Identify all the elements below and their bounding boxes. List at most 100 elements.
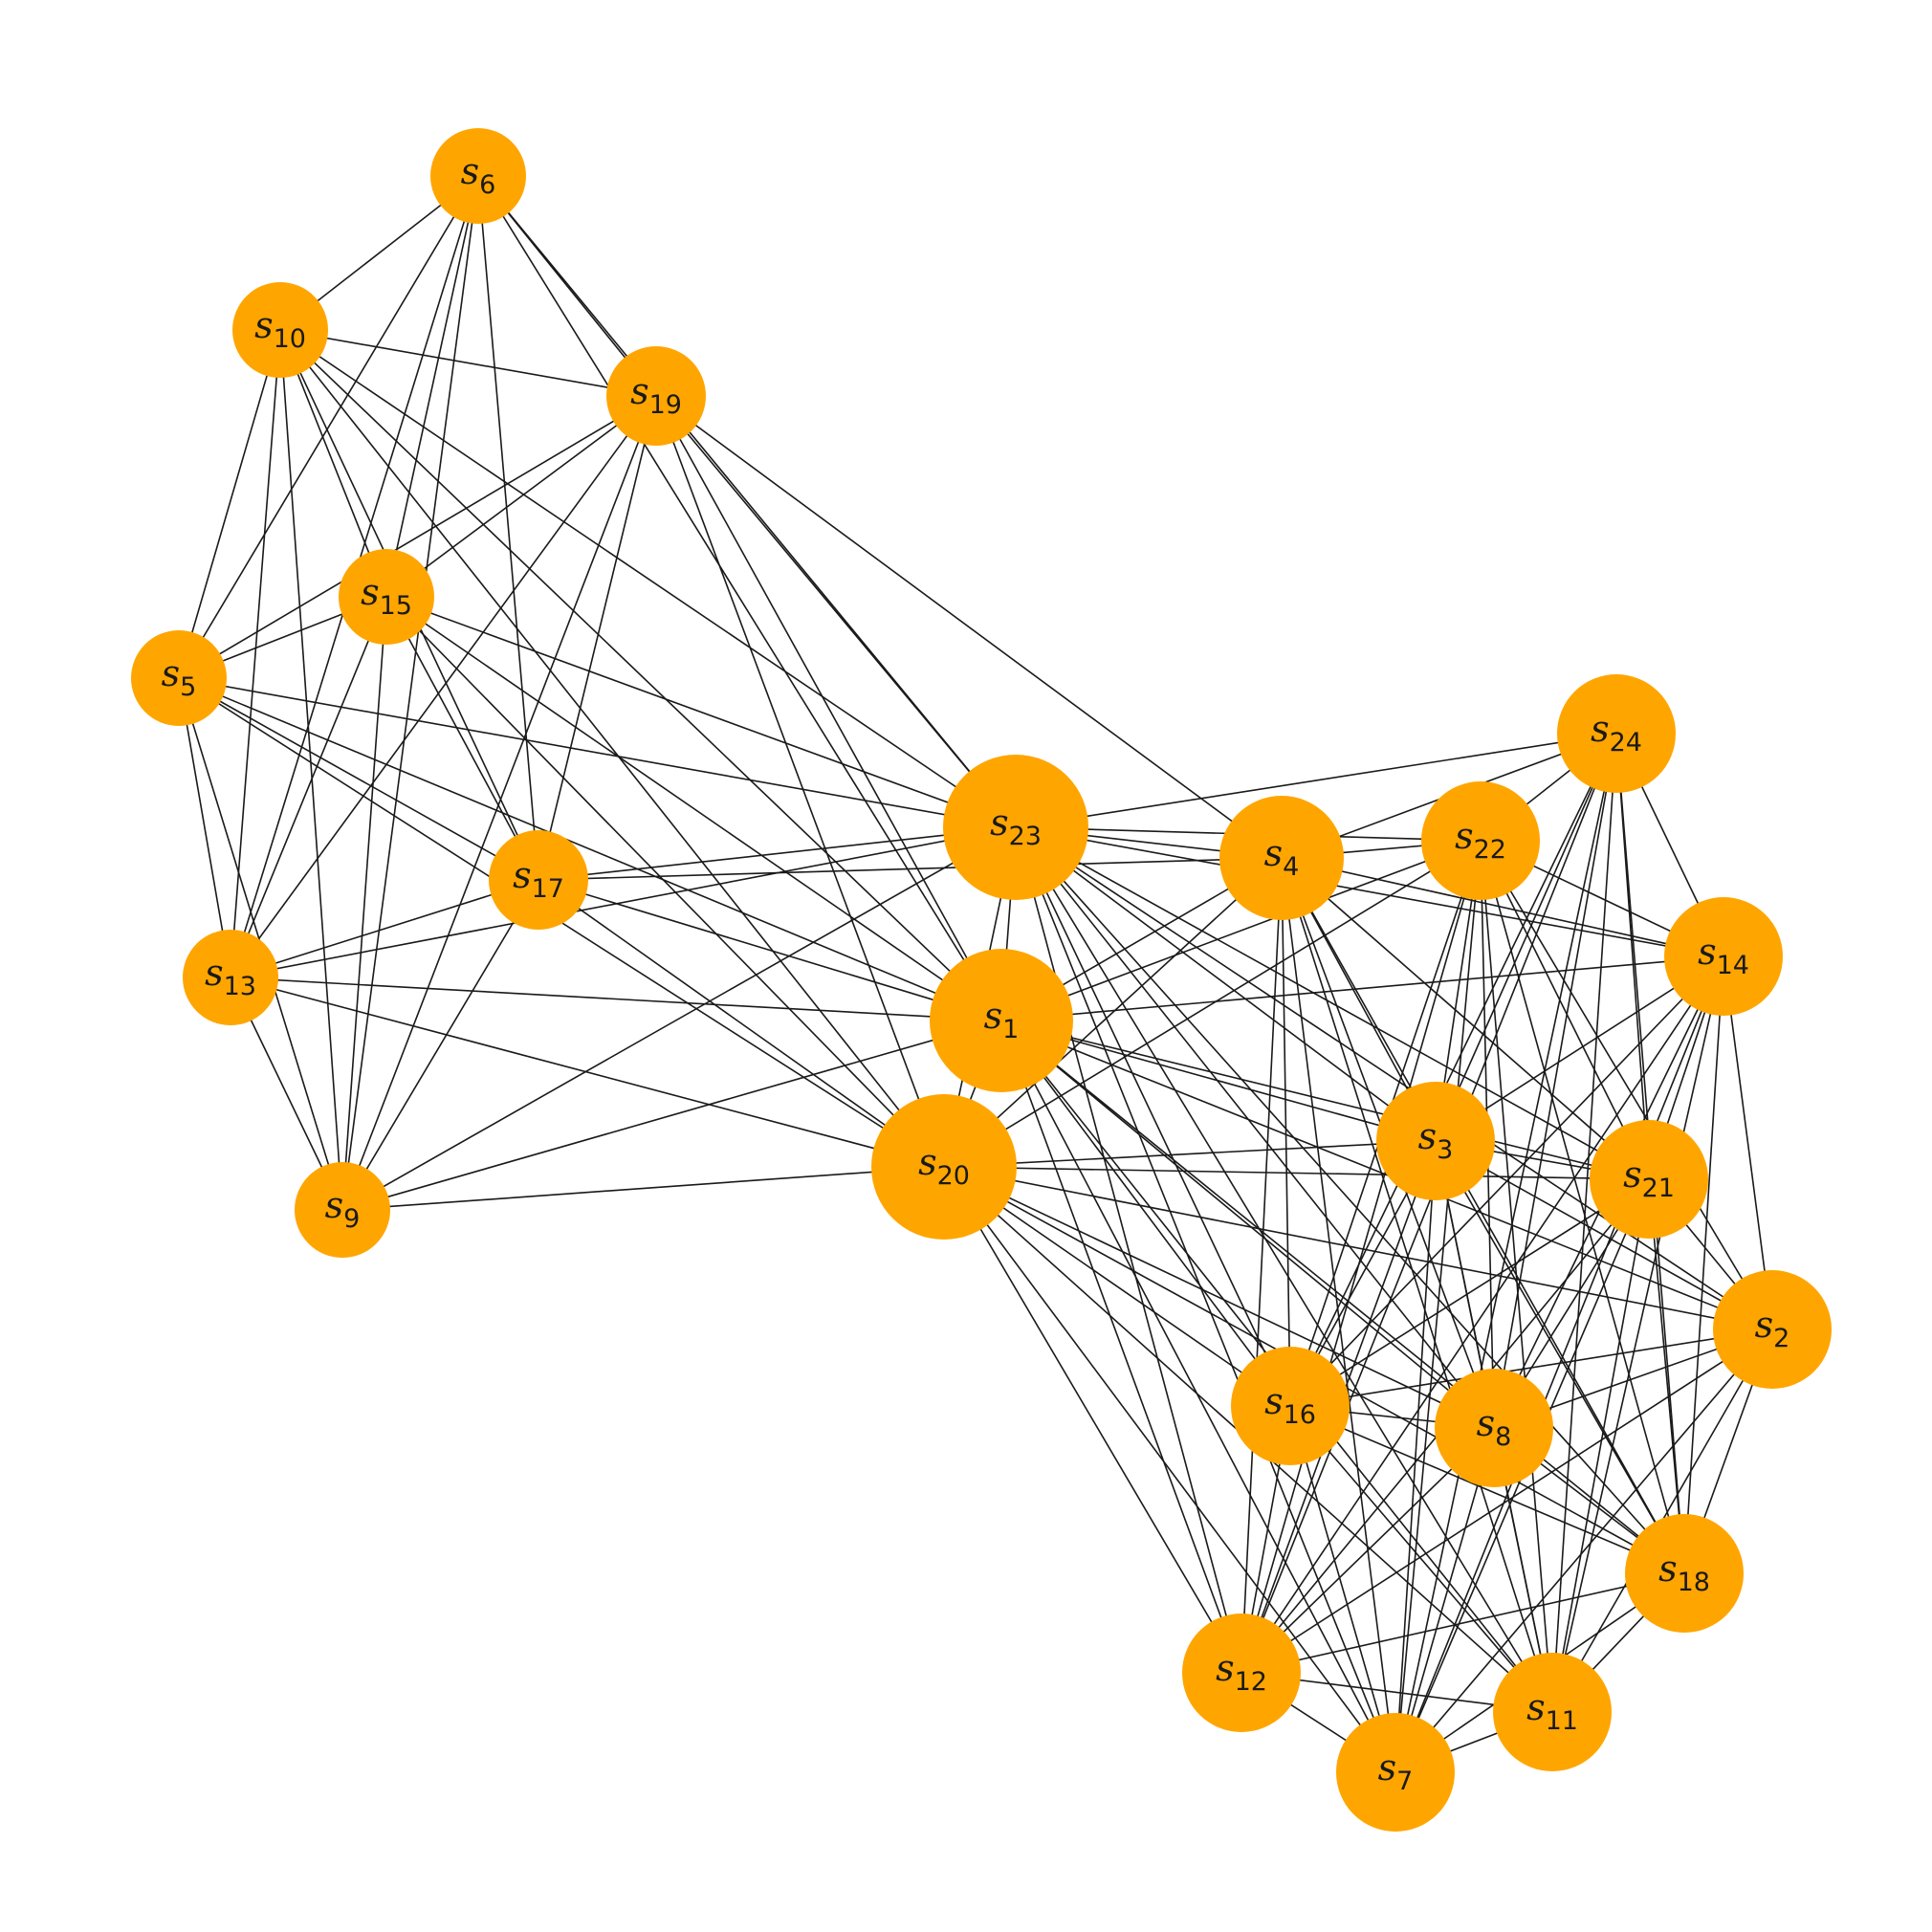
node-label-base: s [630, 370, 649, 412]
node-circle-s9 [295, 1162, 390, 1258]
edge-s4-s12 [1240, 857, 1283, 1674]
edge-s13-s23 [230, 826, 1017, 978]
edge-s17-s4 [538, 857, 1283, 881]
edge-s22-s2 [1480, 840, 1773, 1330]
node-circle-s22 [1421, 781, 1540, 900]
node-label-base: s [1477, 1402, 1496, 1444]
edge-s4-s11 [1281, 857, 1553, 1713]
edge-s1-s12 [1000, 1020, 1242, 1674]
edge-s3-s18 [1435, 1140, 1685, 1574]
node-label-base: s [1526, 1686, 1546, 1728]
edge-s6-s5 [178, 175, 479, 679]
edge-s5-s23 [178, 677, 1017, 828]
node-label-base: s [1264, 1380, 1284, 1422]
edge-s10-s15 [279, 329, 387, 598]
edge-s20-s12 [943, 1166, 1242, 1674]
edge-s19-s9 [341, 395, 657, 1211]
edge-s16-s11 [1289, 1405, 1553, 1713]
node-label-base: s [513, 854, 532, 896]
node-label-s17: s17 [513, 854, 564, 904]
node-label-s14: s14 [1698, 931, 1749, 980]
edge-s1-s8 [1000, 1020, 1495, 1429]
edge-s20-s2 [943, 1166, 1773, 1330]
edge-s20-s22 [943, 840, 1482, 1168]
node-circle-s4 [1219, 796, 1344, 920]
edge-s14-s2 [1723, 955, 1773, 1330]
node-s14: s14 [1664, 897, 1783, 1016]
node-label-subscript: 1 [1002, 1015, 1019, 1044]
edge-s20-s21 [943, 1166, 1650, 1180]
node-circle-s2 [1713, 1270, 1832, 1389]
edge-s23-s2 [1015, 826, 1773, 1330]
node-label-base: s [1378, 1746, 1397, 1789]
node-label-s5: s5 [162, 652, 197, 702]
node-label-subscript: 22 [1474, 835, 1506, 865]
edge-s24-s3 [1435, 733, 1617, 1142]
node-label-s23: s23 [990, 801, 1042, 851]
edge-s23-s18 [1015, 826, 1685, 1574]
edge-s23-s3 [1015, 826, 1437, 1142]
node-circle-s21 [1590, 1120, 1708, 1239]
edge-s6-s17 [477, 175, 539, 881]
edge-s6-s15 [385, 175, 479, 598]
edge-s10-s9 [279, 329, 343, 1211]
node-circle-s5 [131, 630, 227, 726]
node-label-subscript: 7 [1396, 1767, 1413, 1796]
node-label-base: s [1418, 1115, 1438, 1157]
node-label-s10: s10 [254, 304, 306, 354]
node-s12: s12 [1182, 1614, 1301, 1732]
edge-s15-s17 [385, 596, 539, 881]
node-label-s16: s16 [1264, 1380, 1316, 1430]
edge-s4-s18 [1281, 857, 1685, 1574]
node-circle-s13 [183, 930, 278, 1025]
node-label-s6: s6 [461, 150, 496, 200]
node-label-subscript: 21 [1642, 1174, 1675, 1203]
node-label-base: s [325, 1184, 344, 1226]
node-label-base: s [1755, 1304, 1774, 1346]
edge-s2-s16 [1289, 1328, 1773, 1407]
node-label-base: s [361, 571, 380, 613]
node-label-subscript: 9 [343, 1204, 360, 1234]
edge-s23-s24 [1015, 733, 1617, 828]
node-layer: s1s2s3s4s5s6s7s8s9s10s11s12s13s14s15s16s… [131, 128, 1832, 1832]
edge-s17-s9 [341, 879, 539, 1211]
node-label-s12: s12 [1216, 1647, 1267, 1697]
node-s3: s3 [1376, 1082, 1495, 1200]
node-label-base: s [984, 995, 1003, 1037]
edge-s15-s13 [230, 596, 387, 978]
node-label-subscript: 14 [1717, 951, 1749, 980]
edge-s9-s23 [341, 826, 1017, 1211]
node-label-subscript: 23 [1009, 822, 1042, 851]
edge-s17-s20 [538, 879, 945, 1168]
node-label-s8: s8 [1477, 1402, 1512, 1452]
node-s1: s1 [930, 949, 1073, 1092]
edge-s22-s11 [1480, 840, 1553, 1713]
node-circle-s23 [943, 755, 1088, 900]
edge-s19-s23 [655, 395, 1017, 828]
node-circle-s12 [1182, 1614, 1301, 1732]
edge-s5-s13 [178, 677, 231, 978]
edge-s19-s5 [178, 395, 657, 679]
edge-s17-s23 [538, 826, 1017, 881]
node-s18: s18 [1625, 1514, 1744, 1633]
edge-s4-s14 [1281, 857, 1724, 957]
node-s24: s24 [1557, 674, 1676, 793]
node-label-s19: s19 [630, 370, 682, 420]
node-circle-s15 [339, 549, 434, 645]
edge-s10-s13 [230, 329, 281, 978]
node-circle-s1 [930, 949, 1073, 1092]
edge-s23-s11 [1015, 826, 1553, 1713]
node-label-base: s [1264, 832, 1284, 874]
edge-s3-s2 [1435, 1140, 1773, 1330]
edge-s21-s11 [1551, 1178, 1650, 1713]
node-circle-s18 [1625, 1514, 1744, 1633]
edge-s10-s23 [279, 329, 1017, 828]
node-s13: s13 [183, 930, 278, 1025]
edge-s20-s7 [943, 1166, 1396, 1773]
node-label-base: s [461, 150, 480, 192]
edge-s22-s21 [1480, 840, 1650, 1180]
node-label-s24: s24 [1591, 708, 1642, 757]
edge-s4-s21 [1281, 857, 1650, 1180]
edge-s17-s1 [538, 879, 1002, 1021]
edge-s1-s16 [1000, 1020, 1291, 1407]
